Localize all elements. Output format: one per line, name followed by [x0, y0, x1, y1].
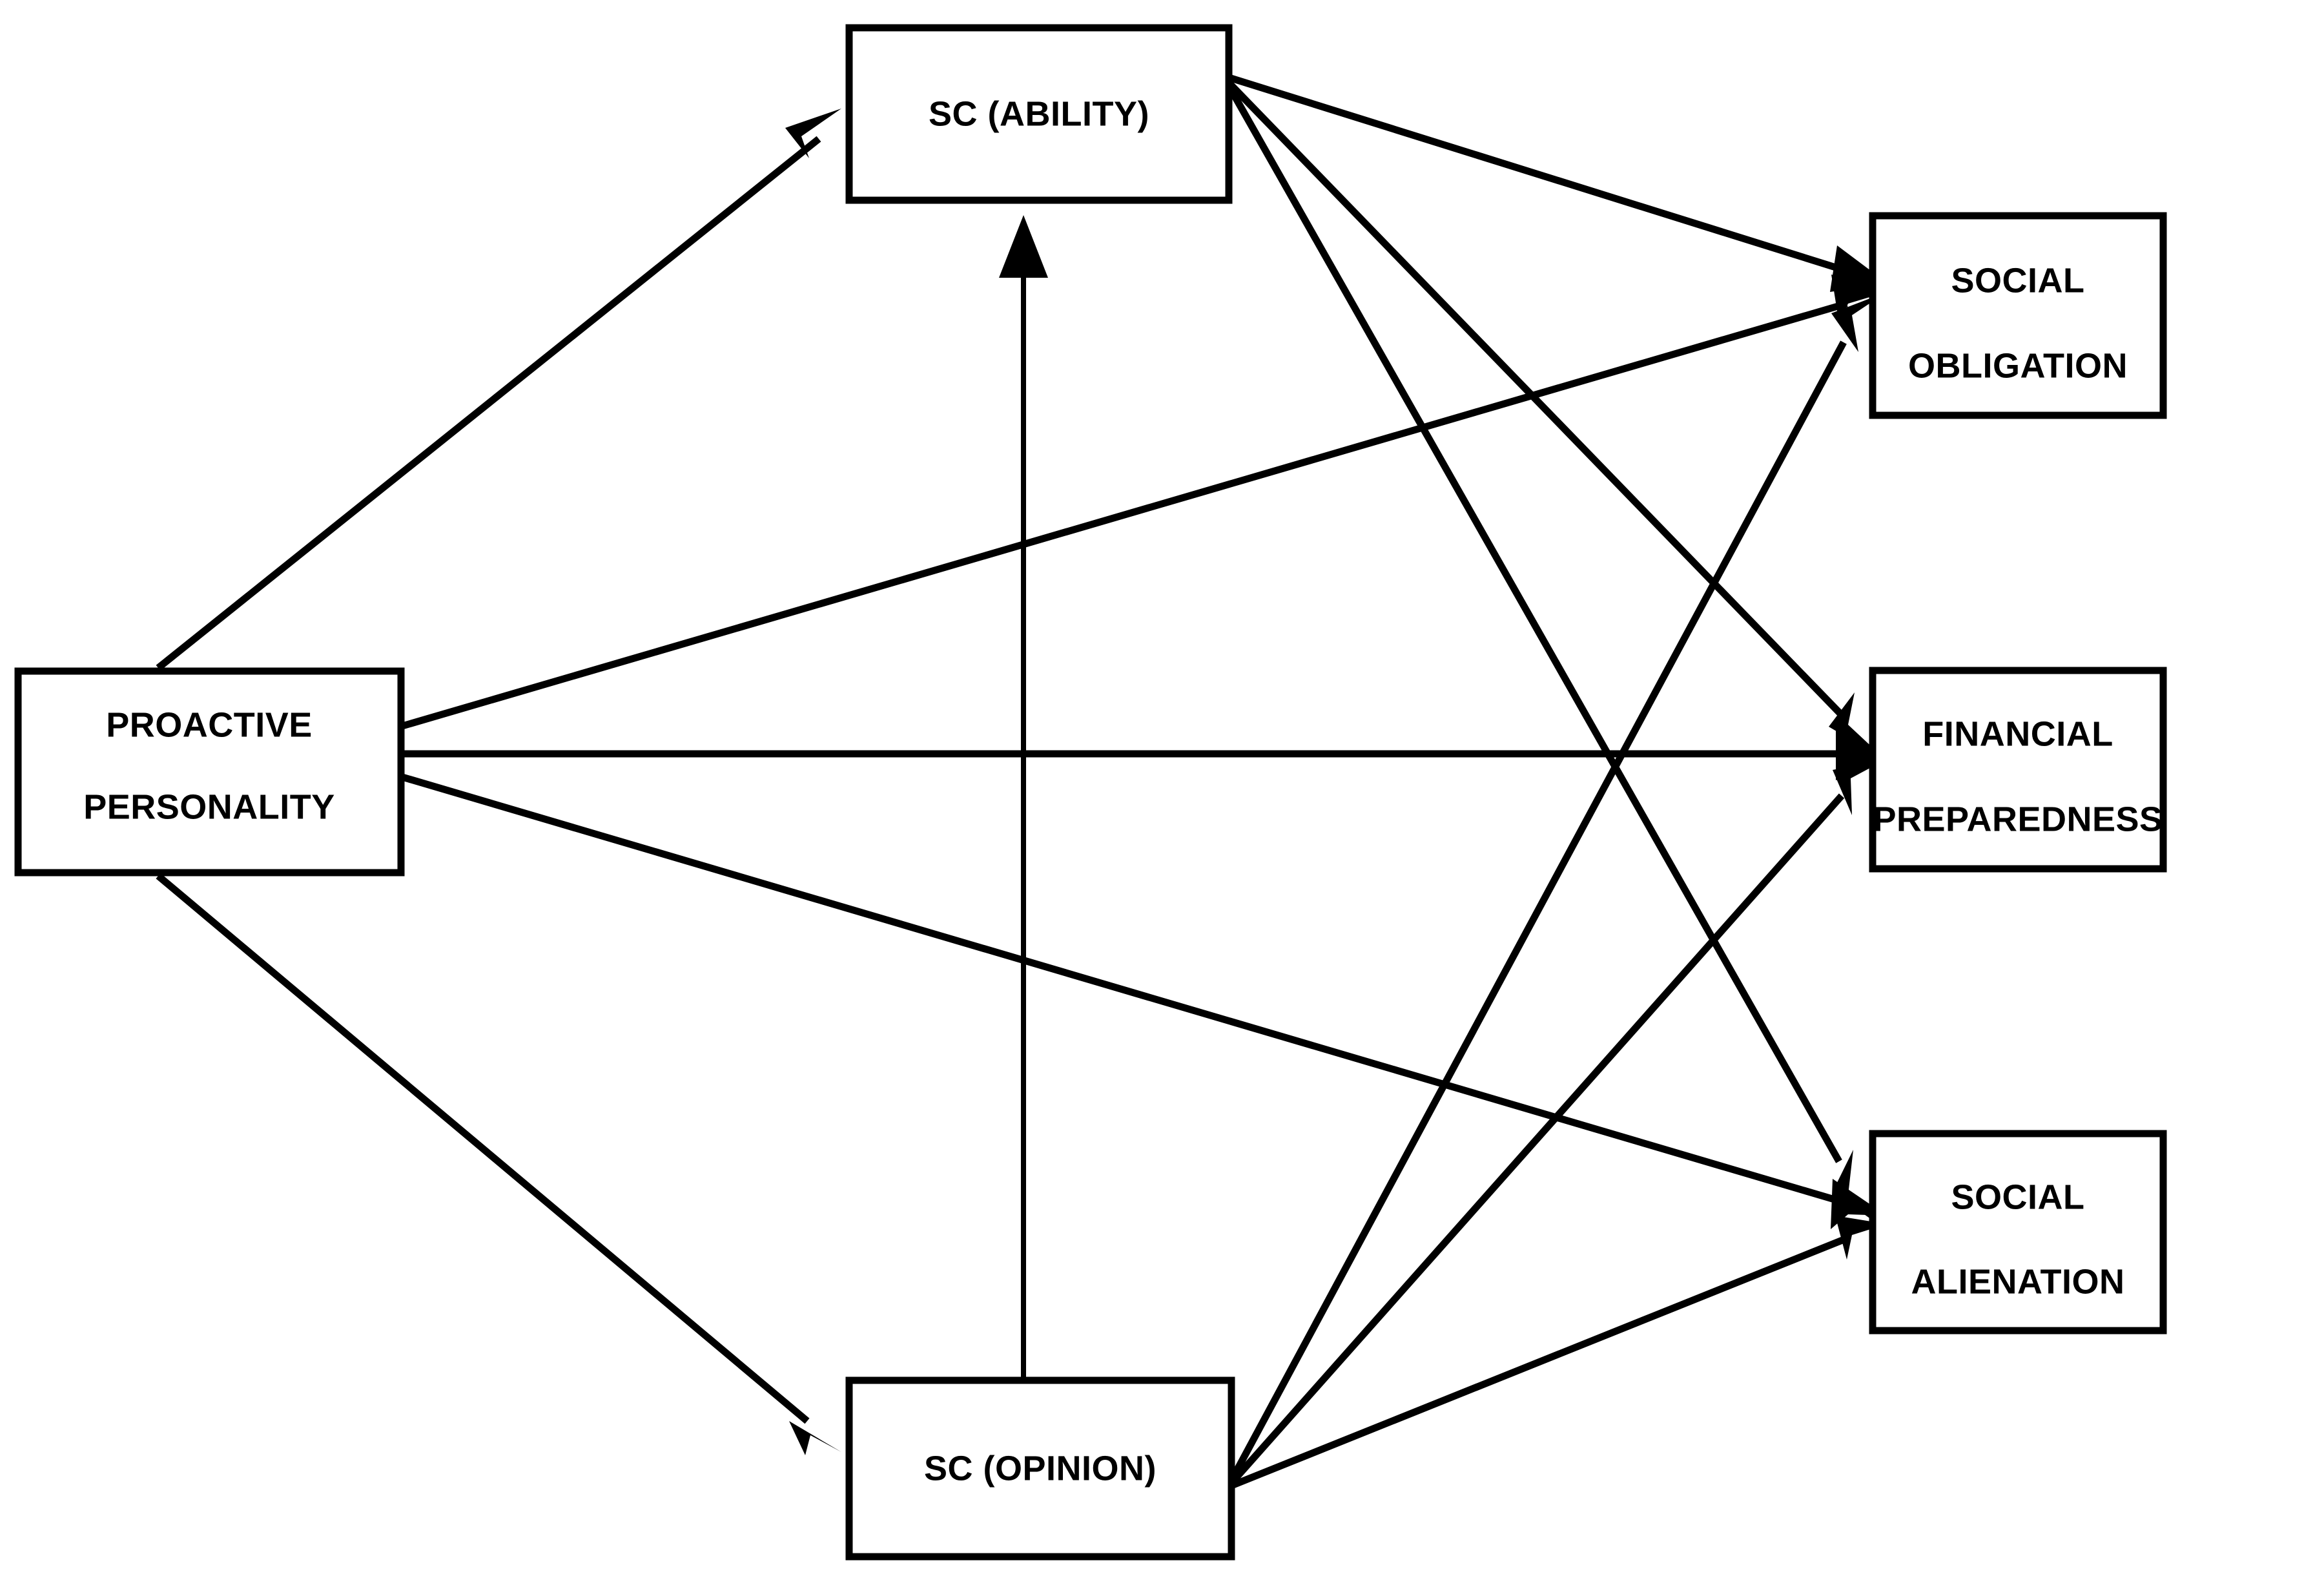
node-label-social-alienation-line1: SOCIAL	[1951, 1178, 2084, 1216]
arrow-head-opinion-financial	[1833, 759, 1887, 815]
edge-sc-ability-to-financial-preparedness	[1226, 80, 1887, 761]
edge-sc-opinion-to-sc-ability	[999, 215, 1048, 1380]
edge-line-ability-financial	[1226, 80, 1846, 720]
node-label-social-alienation-line2: ALIENATION	[1911, 1262, 2125, 1301]
edge-pp-to-social-obligation	[401, 275, 1887, 730]
node-label-social-obligation-line1: SOCIAL	[1951, 261, 2084, 300]
arrow-head-opinion-obligation	[1831, 292, 1887, 352]
edge-sc-opinion-to-social-alienation	[1229, 1216, 1887, 1490]
node-sc-ability[interactable]: SC (ABILITY)	[845, 24, 1233, 204]
node-social-alienation[interactable]: SOCIAL ALIENATION	[1869, 1130, 2167, 1334]
edge-line-opinion-financial	[1228, 793, 1845, 1486]
arrow-head-pp-opinion	[789, 1421, 841, 1455]
edge-line-pp-opinion	[156, 873, 810, 1424]
node-social-obligation[interactable]: SOCIAL OBLIGATION	[1869, 212, 2167, 419]
arrow-head-ability-financial	[1829, 692, 1887, 761]
node-financial-preparedness[interactable]: FINANCIAL PREPAREDNESS	[1869, 667, 2167, 873]
edge-pp-to-sc-opinion	[156, 873, 841, 1455]
node-label-proactive-personality-line2: PERSONALITY	[83, 787, 335, 826]
node-label-sc-opinion: SC (OPINION)	[924, 1449, 1157, 1488]
edge-sc-ability-to-social-alienation	[1226, 84, 1887, 1230]
node-box-financial-preparedness[interactable]	[1869, 667, 2167, 873]
node-label-sc-ability: SC (ABILITY)	[929, 94, 1149, 133]
edge-line-opinion-obligation	[1228, 340, 1847, 1482]
node-label-social-obligation-line2: OBLIGATION	[1908, 346, 2128, 385]
node-box-social-alienation[interactable]	[1869, 1130, 2167, 1334]
edge-sc-opinion-to-financial-preparedness	[1228, 759, 1887, 1486]
edge-line-pp-obligation	[401, 300, 1848, 730]
edge-line-opinion-alienation	[1229, 1235, 1847, 1490]
node-label-financial-preparedness-line2: PREPAREDNESS	[1873, 800, 2163, 838]
node-sc-opinion[interactable]: SC (OPINION)	[845, 1376, 1235, 1561]
edge-pp-to-social-alienation	[401, 773, 1887, 1229]
node-proactive-personality[interactable]: PROACTIVE PERSONALITY	[14, 667, 405, 877]
edge-line-pp-ability	[156, 136, 821, 671]
arrow-head-ability-alienation	[1833, 1150, 1887, 1230]
node-label-financial-preparedness-line1: FINANCIAL	[1922, 714, 2113, 753]
node-box-social-obligation[interactable]	[1869, 212, 2167, 419]
arrow-head-pp-ability	[785, 109, 841, 158]
edge-sc-opinion-to-social-obligation	[1228, 292, 1887, 1482]
node-label-proactive-personality-line1: PROACTIVE	[106, 705, 313, 744]
node-box-sc-opinion[interactable]	[845, 1376, 1235, 1561]
edge-line-pp-alienation	[401, 773, 1847, 1207]
node-box-sc-ability[interactable]	[845, 24, 1233, 204]
edge-pp-to-sc-ability	[156, 109, 841, 671]
node-box-proactive-personality[interactable]	[14, 667, 405, 877]
edge-pp-to-financial-preparedness	[402, 729, 1887, 780]
arrow-head-opinion-ability	[999, 215, 1048, 278]
edge-line-ability-alienation	[1226, 84, 1842, 1163]
edge-line-ability-obligation	[1228, 74, 1849, 275]
